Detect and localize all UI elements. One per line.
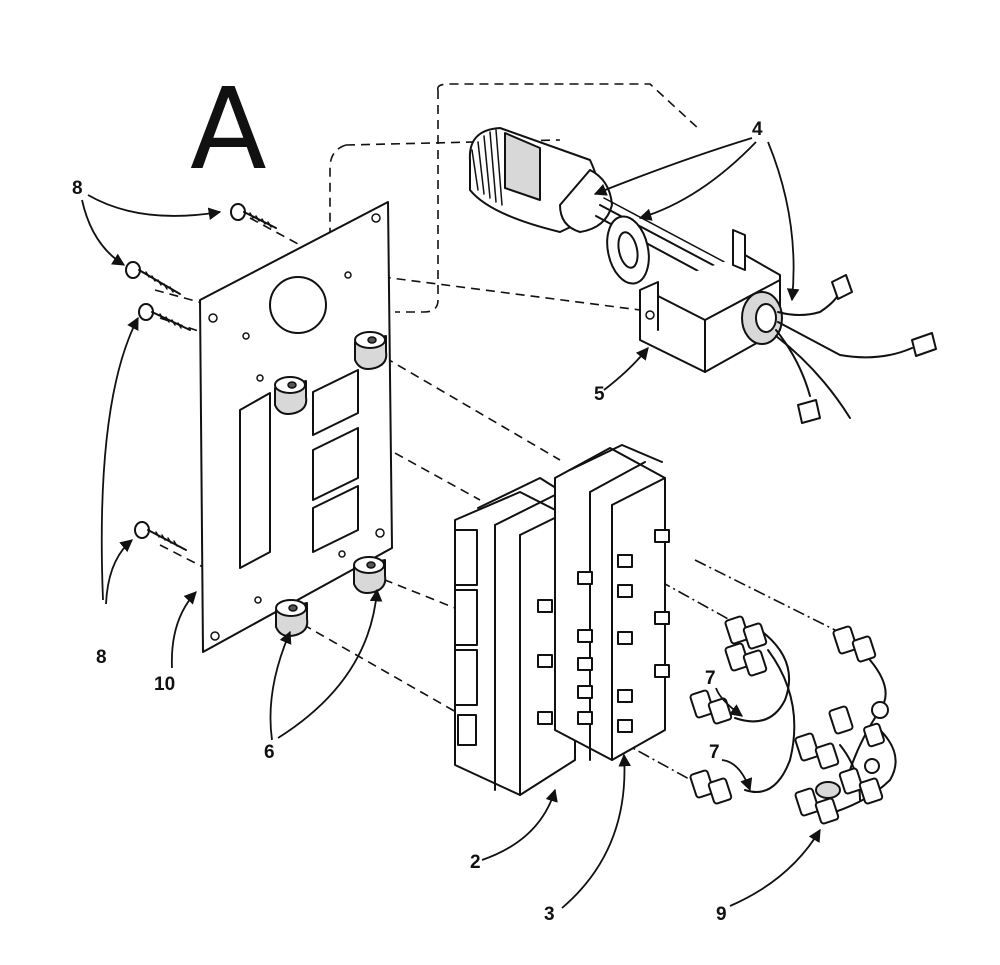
jumper-lug-3 bbox=[689, 689, 733, 725]
panel-letter: A bbox=[190, 65, 267, 195]
jumper-lug-4 bbox=[689, 769, 733, 805]
screws bbox=[125, 203, 277, 551]
jumper-wires bbox=[689, 615, 796, 805]
screw-upper-left bbox=[125, 261, 181, 295]
callout-3: 3 bbox=[544, 904, 555, 925]
wire-harness bbox=[794, 625, 897, 825]
callout-8-bottom: 8 bbox=[96, 647, 107, 668]
standoff-1 bbox=[354, 331, 388, 370]
mounting-plate bbox=[199, 201, 393, 653]
jumper-lug-2 bbox=[724, 642, 768, 677]
callout-6: 6 bbox=[264, 742, 275, 763]
callout-9: 9 bbox=[716, 904, 727, 925]
standoffs bbox=[274, 331, 388, 637]
harness-lug-3 bbox=[794, 732, 840, 770]
terminal-board-right bbox=[554, 444, 670, 761]
harness-lug-2 bbox=[828, 705, 885, 748]
screw-lower-left bbox=[134, 521, 187, 551]
screw-middle-left bbox=[138, 303, 191, 331]
callout-4: 4 bbox=[752, 119, 763, 140]
callout-2: 2 bbox=[470, 852, 481, 873]
connector-bracket-assembly bbox=[468, 127, 937, 424]
callout-7-upper: 7 bbox=[705, 668, 716, 689]
standoff-3 bbox=[353, 556, 387, 594]
callout-8-top: 8 bbox=[72, 178, 83, 199]
callout-7-lower: 7 bbox=[709, 742, 720, 763]
callout-10: 10 bbox=[154, 674, 175, 695]
harness-lug-1 bbox=[832, 625, 877, 663]
jumper-lug-1 bbox=[724, 615, 768, 650]
terminal-board-left bbox=[454, 477, 576, 796]
callout-labels: 8 8 4 5 10 6 7 7 2 3 9 bbox=[72, 119, 763, 925]
standoff-2 bbox=[274, 376, 308, 415]
screw-top bbox=[230, 203, 277, 229]
standoff-4 bbox=[275, 599, 309, 637]
leader-lines bbox=[81, 137, 821, 909]
callout-5: 5 bbox=[594, 384, 605, 405]
harness-lug-4 bbox=[838, 767, 884, 805]
harness-lug-5 bbox=[794, 787, 840, 825]
